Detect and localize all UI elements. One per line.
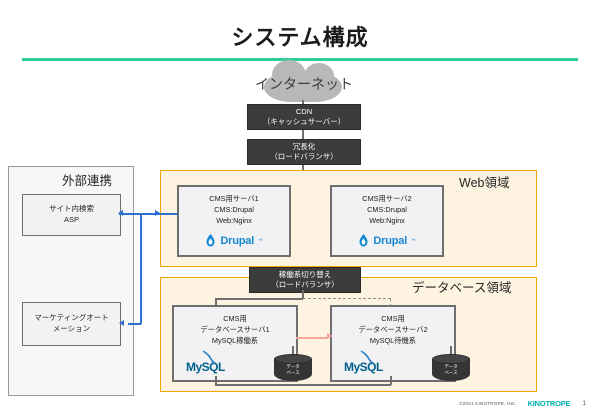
drupal-wordmark-2: Drupal	[373, 234, 408, 247]
db-switch-box: 稼働系切り替え （ロードバランサ）	[249, 267, 361, 293]
web-server-1-line3: Web:Nginx	[216, 215, 252, 225]
drupal-logo-2: Drupal ™	[332, 234, 442, 247]
connector-db1-bottom	[215, 376, 217, 385]
web-region-title: Web領域	[459, 176, 510, 190]
mysql-dolphin-icon	[202, 350, 216, 365]
db-server-2-text: CMS用 データベースサーバ2 MySQL待機系	[332, 314, 454, 347]
mysql-wordmark-1-sql: SQL	[201, 360, 226, 374]
connector-cdn-lb	[302, 127, 304, 141]
blue-connector-search-horizontal	[146, 213, 178, 215]
web-server-2-text: CMS用サーバ2 CMS:Drupal Web:Nginx	[332, 194, 442, 227]
mysql-wordmark-2-sql: SQL	[359, 360, 384, 374]
brand-logo: KINOTROPE	[527, 398, 571, 408]
ext-ma-line1: マーケティングオート	[34, 313, 109, 323]
drupal-tm-2: ™	[411, 238, 416, 243]
database-store-1-label: データ ベース	[274, 364, 312, 376]
internet-label: インターネット	[255, 76, 353, 92]
connector-cloud-cdn	[302, 100, 304, 106]
web-server-2-line3: Web:Nginx	[369, 215, 405, 225]
db-server-1[interactable]: CMS用 データベースサーバ1 MySQL稼働系 My SQL	[172, 305, 298, 382]
db-server-2-line1: CMS用	[381, 314, 405, 323]
cloud-icon	[264, 60, 342, 102]
mysql-logo-1: My SQL	[186, 360, 225, 374]
blue-arrow-into-marketing-automation	[119, 320, 124, 326]
store-2-line2: ベース	[444, 369, 458, 375]
blue-connector-vertical	[140, 213, 142, 324]
cylinder-top	[432, 354, 470, 364]
web-server-1-line1: CMS用サーバ1	[209, 194, 259, 203]
title-divider	[22, 58, 578, 61]
store-2-line1: データ	[444, 364, 458, 369]
blue-arrow-into-search	[118, 210, 123, 216]
lb-line1: 冗長化	[292, 141, 316, 151]
connector-db1-drop	[215, 298, 217, 307]
drupal-wordmark-1: Drupal	[220, 234, 255, 247]
external-item-marketing-automation[interactable]: マーケティングオート メーション	[22, 302, 121, 346]
connector-db2-bottom	[390, 376, 392, 385]
drupal-droplet-icon	[206, 234, 215, 247]
db-server-1-line3: MySQL稼働系	[211, 335, 259, 345]
web-server-1[interactable]: CMS用サーバ1 CMS:Drupal Web:Nginx Drupal ™	[177, 185, 291, 257]
connector-store-1-stem	[292, 346, 294, 356]
replication-arrow-line	[296, 337, 328, 339]
db-server-2-line3: MySQL待機系	[369, 335, 417, 345]
mysql-dolphin-icon	[360, 350, 374, 365]
cylinder-top	[274, 354, 312, 364]
db-server-1-text: CMS用 データベースサーバ1 MySQL稼働系	[174, 314, 296, 347]
database-store-1: データ ベース	[274, 354, 312, 385]
load-balancer-box: 冗長化 （ロードバランサ）	[247, 139, 361, 165]
blue-arrow-into-web-region	[155, 210, 160, 216]
cylinder-body	[432, 359, 470, 381]
lb-line2: （ロードバランサ）	[270, 152, 338, 161]
web-server-2[interactable]: CMS用サーバ2 CMS:Drupal Web:Nginx Drupal ™	[330, 185, 444, 257]
mysql-wordmark-1-my: My	[186, 360, 202, 374]
db-server-2-line2: データベースサーバ2	[358, 324, 428, 334]
connector-dbswitch-left	[215, 298, 303, 300]
footer: ©2021 KINOTROPE, INC KINOTROPE 1	[0, 396, 600, 410]
store-1-line2: ベース	[286, 369, 300, 375]
connector-db2-drop-dashed	[390, 298, 391, 307]
web-server-2-line2: CMS:Drupal	[367, 204, 407, 214]
ext-search-line1: サイト内検索	[49, 204, 94, 214]
blue-connector-ma-horizontal	[128, 323, 141, 325]
connector-store-2-stem	[450, 346, 452, 356]
ext-ma-line2: メーション	[52, 324, 91, 333]
db-switch-line2: （ロードバランサ）	[271, 280, 339, 289]
web-server-1-line2: CMS:Drupal	[214, 204, 254, 214]
connector-dbswitch-down	[302, 290, 304, 299]
cdn-line1: CDN	[295, 106, 313, 116]
db-switch-line1: 稼働系切り替え	[278, 269, 332, 279]
web-server-1-text: CMS用サーバ1 CMS:Drupal Web:Nginx	[179, 194, 289, 227]
external-item-site-search[interactable]: サイト内検索 ASP	[22, 194, 121, 236]
blue-connector-search-tail	[119, 213, 147, 215]
page-number: 1	[582, 399, 586, 407]
db-region-title: データベース領域	[412, 281, 512, 295]
drupal-droplet-icon	[359, 234, 368, 247]
cylinder-body	[274, 359, 312, 381]
cdn-box: CDN （キャッシュサーバー）	[247, 104, 361, 130]
store-1-line1: データ	[286, 364, 300, 369]
database-store-2: データ ベース	[432, 354, 470, 385]
connector-db-bottom-loop	[215, 384, 391, 386]
ext-search-line2: ASP	[63, 215, 79, 224]
copyright-text: ©2021 KINOTROPE, INC	[459, 400, 516, 406]
web-server-2-line1: CMS用サーバ2	[362, 194, 412, 203]
database-store-2-label: データ ベース	[432, 364, 470, 376]
cdn-line2: （キャッシュサーバー）	[262, 117, 346, 126]
external-integration-title: 外部連携	[62, 174, 113, 188]
page-title: システム構成	[231, 25, 369, 50]
drupal-logo-1: Drupal ™	[179, 234, 289, 247]
replication-arrow-head	[327, 333, 333, 339]
mysql-wordmark-2-my: My	[344, 360, 360, 374]
connector-dbswitch-right-dashed	[303, 298, 391, 299]
drupal-tm-1: ™	[258, 238, 263, 243]
db-server-1-line1: CMS用	[223, 314, 247, 323]
db-server-1-line2: データベースサーバ1	[200, 324, 270, 334]
mysql-logo-2: My SQL	[344, 360, 383, 374]
